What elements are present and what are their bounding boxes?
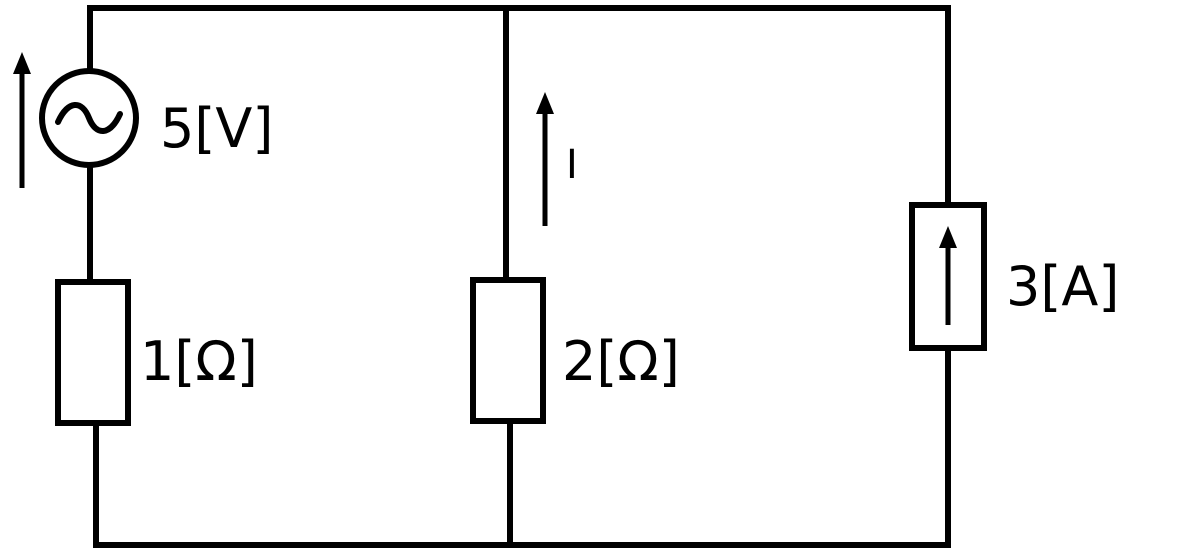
current-source-arrow-head [939,226,957,248]
resistor-left [55,279,131,426]
current-source-label: 3[A] [1006,255,1119,318]
voltage-arrow-head [13,52,31,74]
sine-wave-icon [55,102,123,134]
resistor-middle [470,277,546,424]
current-i-arrow [536,92,554,226]
voltage-arrow [13,52,31,188]
current-source [909,202,987,351]
wire-bottom-right [507,345,951,548]
wire-r1-bottom [93,420,509,548]
voltage-source [39,68,139,168]
current-i-arrow-head [536,92,554,114]
current-i-label: I [566,142,578,188]
wire-top-left [87,5,503,73]
wires [87,5,951,548]
wire-top-right [503,5,951,208]
voltage-source-label: 5[V] [160,97,273,160]
resistor-middle-label: 2[Ω] [562,330,680,393]
resistor-left-label: 1[Ω] [140,330,258,393]
